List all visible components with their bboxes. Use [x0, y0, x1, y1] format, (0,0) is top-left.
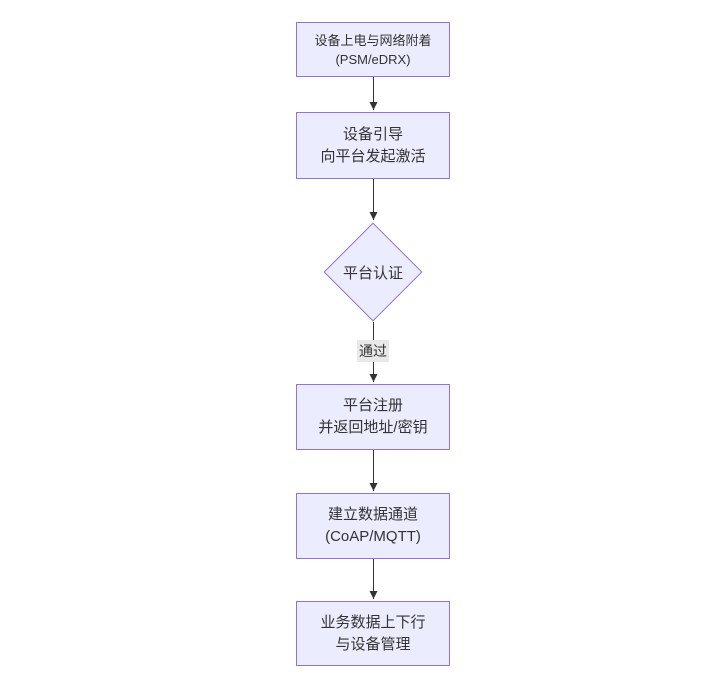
node-business-data: 业务数据上下行 与设备管理	[296, 601, 450, 666]
node-data-channel: 建立数据通道 (CoAP/MQTT)	[296, 493, 450, 559]
node-label-line2: 与设备管理	[335, 635, 411, 653]
node-platform-register: 平台注册 并返回地址/密钥	[296, 384, 450, 450]
node-label-line1: 设备上电与网络附着	[314, 32, 432, 48]
edge-label-pass: 通过	[357, 340, 389, 362]
node-label-line2: 并返回地址/密钥	[318, 419, 428, 436]
node-label-line2: (CoAP/MQTT)	[325, 528, 421, 545]
node-label-line2: (PSM/eDRX)	[335, 51, 411, 67]
node-label-line1: 建立数据通道	[327, 506, 418, 523]
decision-platform-auth: 平台认证	[323, 222, 423, 322]
node-label-line1: 平台注册	[342, 397, 403, 414]
node-label-line1: 平台认证	[342, 264, 403, 282]
node-label-line1: 业务数据上下行	[320, 613, 426, 631]
node-power-attach: 设备上电与网络附着 (PSM/eDRX)	[296, 22, 450, 77]
node-bootstrap-activate: 设备引导 向平台发起激活	[296, 112, 450, 179]
node-label-line2: 向平台发起激活	[320, 147, 426, 165]
node-label-line1: 设备引导	[342, 125, 403, 143]
